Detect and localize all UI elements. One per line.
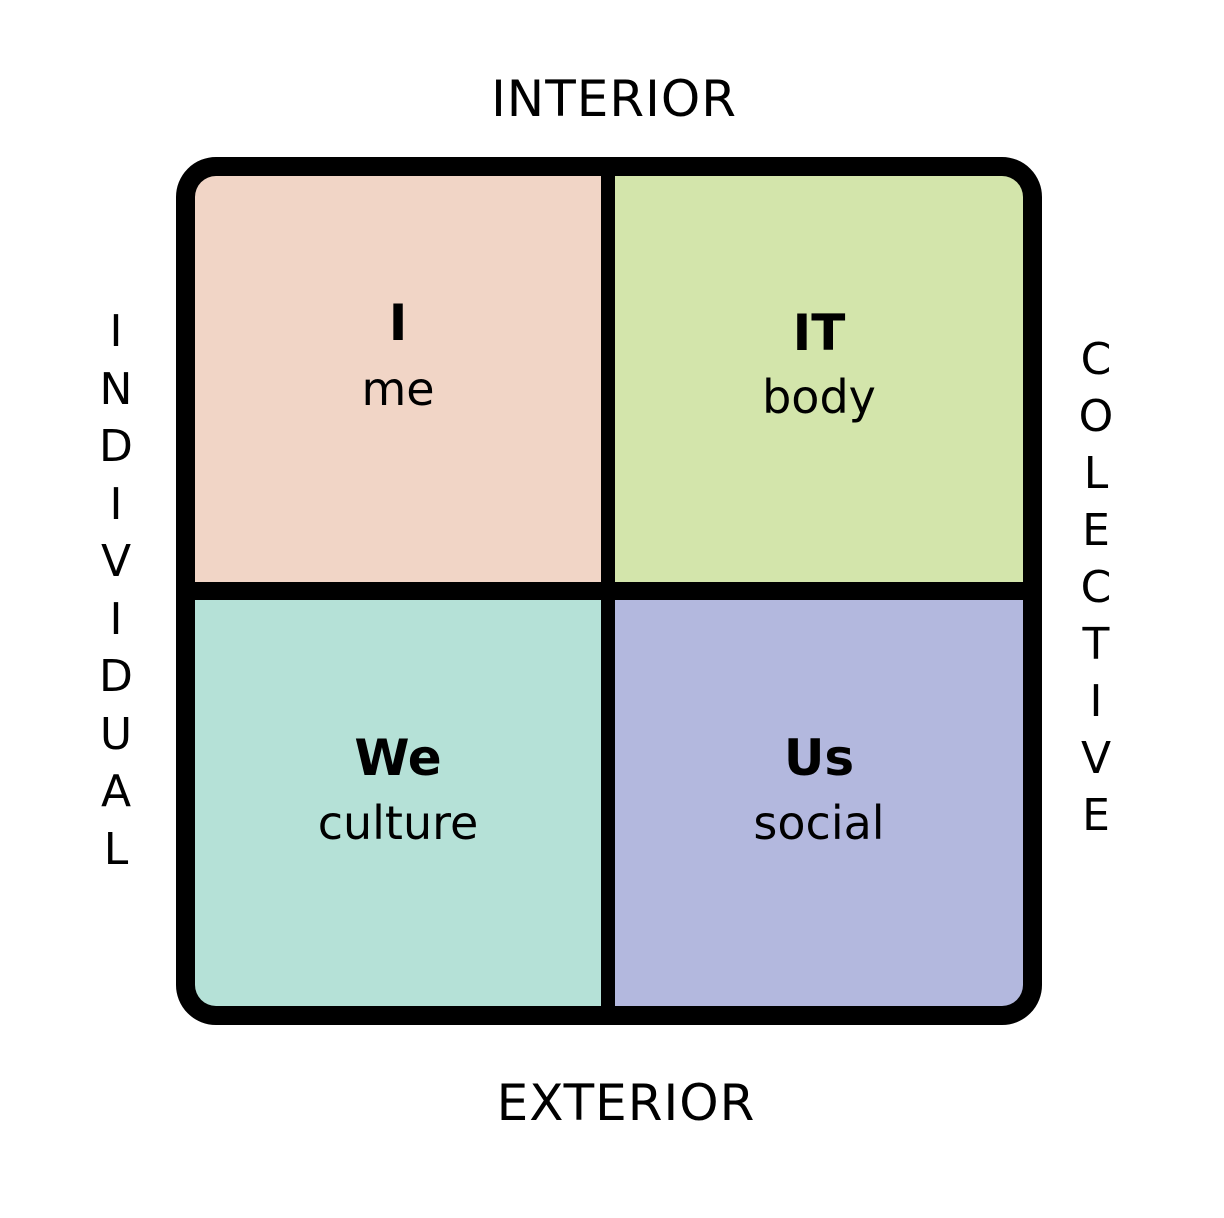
axis-letter: I xyxy=(109,478,123,530)
axis-letter: E xyxy=(1082,505,1110,556)
axis-label-top-text: INTERIOR xyxy=(491,70,737,128)
axis-letter: O xyxy=(1078,391,1114,442)
axis-letter: T xyxy=(1082,619,1110,670)
axis-letter: C xyxy=(1080,334,1112,385)
axis-letter: D xyxy=(99,651,133,702)
quadrant-grid: I me IT body We culture Us social xyxy=(176,157,1042,1025)
quadrant-title: I xyxy=(388,294,408,352)
axis-letter: I xyxy=(109,593,123,645)
quadrant-title: Us xyxy=(783,729,855,787)
quadrant-top-right: IT body xyxy=(615,176,1023,582)
quadrant-bottom-right: Us social xyxy=(615,600,1023,1006)
axis-letter: C xyxy=(1080,562,1112,613)
quadrant-subtitle: social xyxy=(753,796,885,850)
quadrant-top-left: I me xyxy=(195,176,601,582)
axis-letter: E xyxy=(1082,790,1110,841)
axis-label-exterior: EXTERIOR xyxy=(0,1078,1224,1128)
axis-letter: A xyxy=(100,766,132,817)
quadrant-subtitle: body xyxy=(762,370,876,424)
axis-letter: V xyxy=(1080,733,1112,784)
quadrant-title: IT xyxy=(792,304,846,362)
axis-label-bottom-text: EXTERIOR xyxy=(496,1074,756,1132)
axis-letter: D xyxy=(99,421,133,472)
axis-letter: V xyxy=(100,536,132,587)
quadrant-subtitle: culture xyxy=(317,796,479,850)
quadrant-title: We xyxy=(354,729,442,787)
axis-letter: I xyxy=(1089,676,1103,727)
axis-letter: U xyxy=(99,708,133,760)
axis-letter: L xyxy=(103,823,129,875)
axis-letter: L xyxy=(1083,448,1109,499)
axis-label-interior: INTERIOR xyxy=(0,74,1224,124)
axis-letter: I xyxy=(109,306,123,357)
quadrant-subtitle: me xyxy=(361,362,435,416)
quadrant-bottom-left: We culture xyxy=(195,600,601,1006)
axis-letter: N xyxy=(99,363,133,415)
